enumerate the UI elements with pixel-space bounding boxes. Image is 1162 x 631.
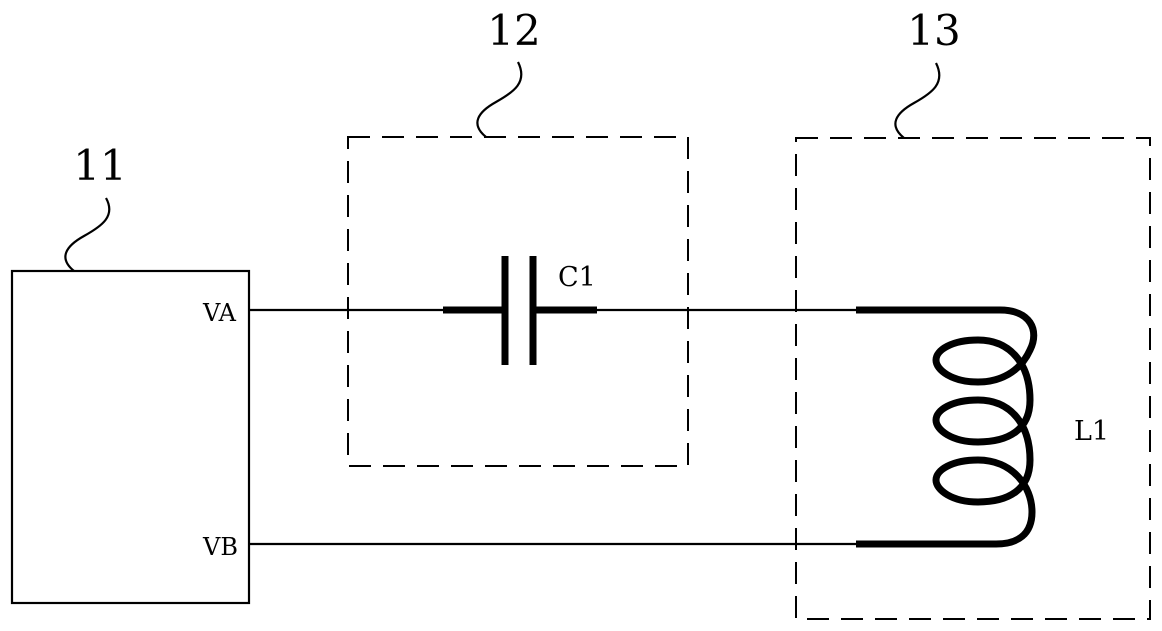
inductor-label: L1 bbox=[1074, 416, 1109, 447]
ref-label-13: 13 bbox=[907, 6, 960, 55]
ref-label-11: 11 bbox=[73, 141, 126, 190]
pin-label-va: VA bbox=[202, 299, 237, 327]
capacitor-block bbox=[347, 136, 689, 467]
capacitor-label: C1 bbox=[558, 262, 596, 293]
inductor-block bbox=[795, 137, 1151, 620]
leader-11 bbox=[64, 197, 111, 272]
ref-label-12: 12 bbox=[487, 6, 540, 55]
inductor-coil bbox=[856, 306, 1038, 548]
leader-13 bbox=[894, 62, 941, 139]
leader-12 bbox=[476, 61, 523, 138]
pin-label-vb: VB bbox=[202, 533, 238, 561]
source-block bbox=[10, 269, 251, 605]
